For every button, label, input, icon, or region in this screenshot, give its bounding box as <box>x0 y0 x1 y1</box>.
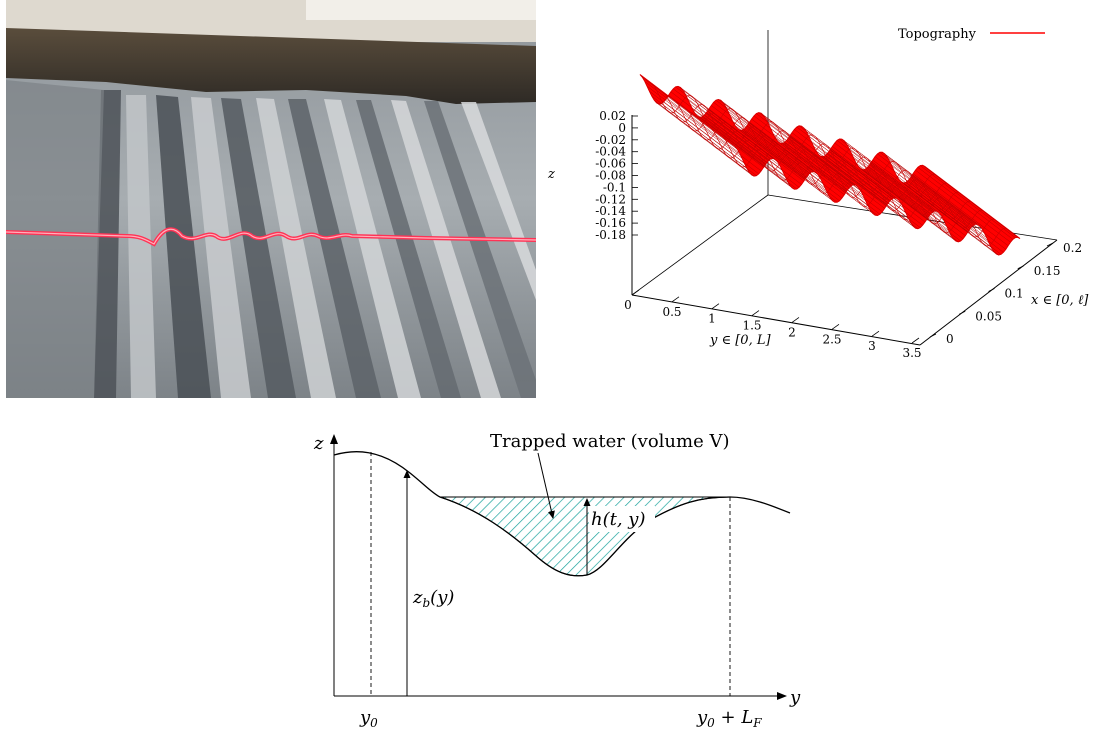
x-tick-mark <box>1017 265 1024 270</box>
x-tick-mark <box>959 310 966 315</box>
y-tick-mark <box>671 296 680 303</box>
photo-top-highlight <box>306 0 536 20</box>
x-axis-line <box>919 239 1058 346</box>
channel-photo <box>4 0 538 398</box>
trapped-water-region <box>439 496 731 577</box>
z-tick-label: 0.02 <box>599 109 626 123</box>
z-tick-label: -0.02 <box>595 133 626 147</box>
y-tick-label: 3 <box>868 339 876 353</box>
x-tick-mark <box>1046 242 1054 247</box>
z-tick-label: -0.16 <box>595 216 626 230</box>
y-tick-label: 2 <box>788 325 796 339</box>
z-tick-label: -0.12 <box>595 192 626 206</box>
z-axis-label: z <box>547 167 555 182</box>
surface-grid-line <box>639 74 926 184</box>
y-tick-mark <box>911 337 920 344</box>
schematic-z-label: z <box>313 433 324 454</box>
topography-surface <box>639 74 1021 256</box>
surface-grid-line <box>734 146 1021 256</box>
y-tick-label: 1.5 <box>742 319 761 333</box>
y0-label: y0 <box>359 707 378 727</box>
y-axis-line <box>631 294 921 346</box>
surface-grid-line <box>663 92 949 202</box>
x-tick-mark <box>988 288 995 292</box>
y-tick-mark <box>831 323 840 330</box>
y-tick-label: 0 <box>624 298 632 312</box>
trapped-water-schematic: z y Trapped water (volume V) h(t, y) zb(… <box>300 405 820 730</box>
z-tick-label: 0 <box>618 121 626 135</box>
y-tick-label: 1 <box>708 312 716 326</box>
surface-grid-line <box>651 83 938 193</box>
x-ticks: 0 0.050.1 0.150.2 <box>929 241 1082 346</box>
z-tick-label: -0.1 <box>603 180 626 194</box>
x-tick-label: 0.05 <box>975 309 1002 323</box>
y-tick-mark <box>751 310 760 316</box>
y-tick-mark <box>711 303 720 310</box>
back-x-axis-line <box>631 194 769 296</box>
photo-left-rail <box>6 80 104 398</box>
y-tick-mark <box>871 330 880 337</box>
surface-grid-line <box>699 119 985 229</box>
x-tick-label: 0.15 <box>1034 264 1061 278</box>
bed-profile-curve <box>333 451 791 577</box>
z-tick-label: -0.18 <box>595 228 626 242</box>
x-tick-label: 0 <box>946 332 954 346</box>
x-axis-label: x ∈ [0, ℓ] <box>1031 293 1089 308</box>
trapped-water-label: Trapped water (volume V) <box>490 431 729 452</box>
photo-ribs <box>94 90 536 398</box>
trapped-water-pointer <box>537 452 555 519</box>
schematic-svg: z y Trapped water (volume V) h(t, y) zb(… <box>313 431 801 730</box>
h-label: h(t, y) <box>591 509 645 530</box>
z-ticks: 0.020-0.02-0.04-0.06-0.08-0.1-0.12-0.14-… <box>595 109 638 242</box>
z-tick-label: -0.08 <box>595 169 626 183</box>
h-label-bg <box>589 506 655 532</box>
y-axis-label: y ∈ [0, L] <box>709 333 771 348</box>
schematic-y-label: y <box>789 687 801 708</box>
z-tick-label: -0.06 <box>595 157 626 171</box>
y-tick-label: 2.5 <box>822 332 841 346</box>
x-tick-label: 0.2 <box>1063 241 1082 255</box>
photo-panel <box>4 0 538 398</box>
y0LF-label: y0 + LF <box>696 707 762 727</box>
y-tick-mark <box>791 317 800 323</box>
surface-mesh-line <box>924 166 1021 239</box>
y-tick-label: 0.5 <box>662 305 681 319</box>
zb-label: zb(y) <box>412 587 454 610</box>
surface-grid-line <box>675 101 961 211</box>
z-tick-label: -0.14 <box>595 204 626 218</box>
plot-svg: Topography z 0.020-0.02-0.04-0.06-0.08-0… <box>547 27 1089 360</box>
y-tick-mark <box>631 289 640 296</box>
surface-grid-line <box>687 110 973 220</box>
laser-line-core <box>5 228 537 245</box>
x-tick-label: 0.1 <box>1005 287 1024 301</box>
surface-grid-line <box>711 128 997 238</box>
legend-label: Topography <box>898 27 977 42</box>
x-tick-mark <box>929 333 937 338</box>
z-tick-label: -0.04 <box>595 145 626 159</box>
y-ticks: 0 0.5 1 1.5 2 2.5 3 3.5 <box>624 289 922 360</box>
y-tick-label: 3.5 <box>902 346 921 360</box>
photo-channel-rim <box>6 28 536 104</box>
surface-grid-line <box>722 137 1009 247</box>
